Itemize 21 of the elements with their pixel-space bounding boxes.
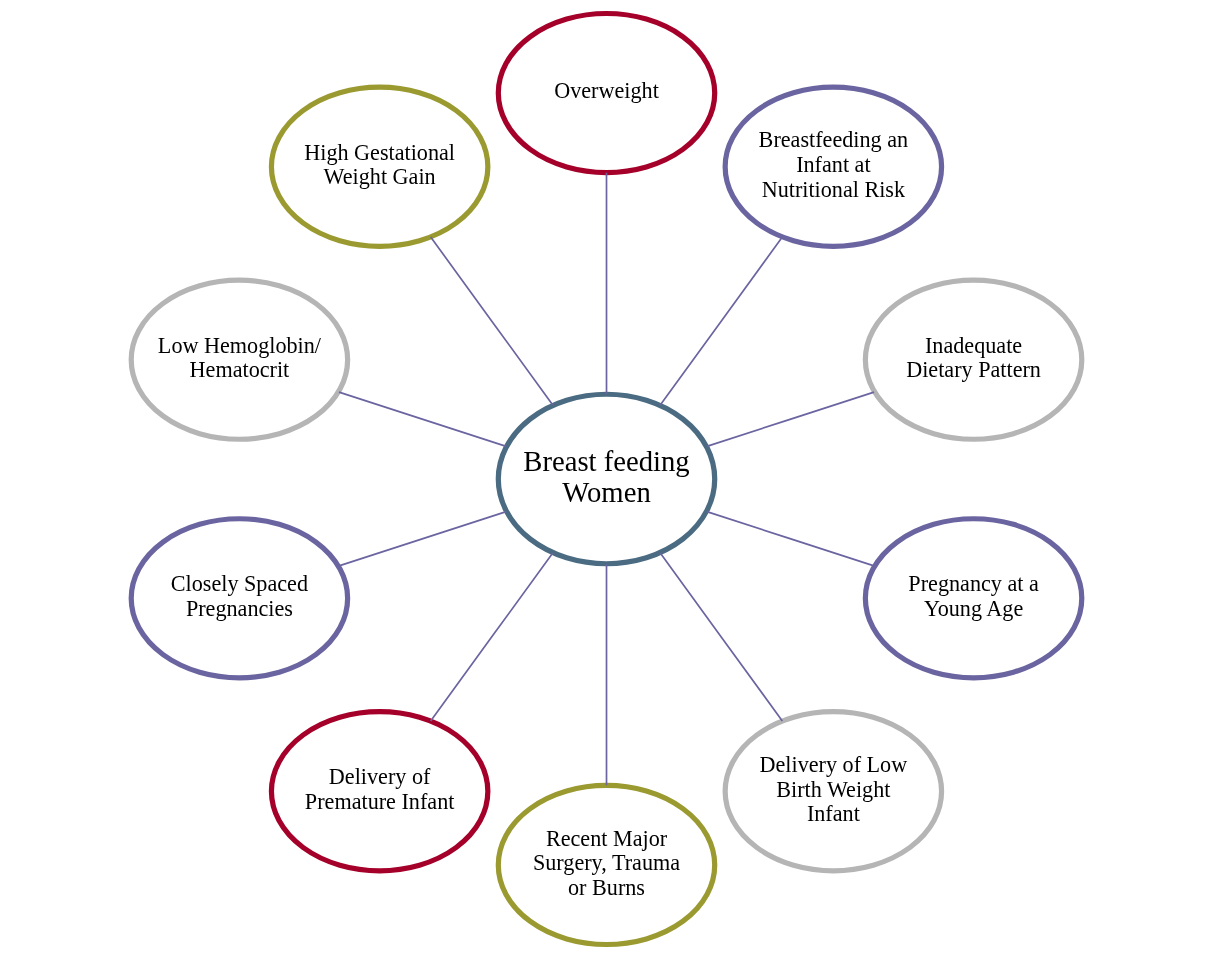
node-ellipse: Breastfeeding an Infant at Nutritional Risk	[722, 84, 944, 249]
node-ellipse: Recent Major Surgery, Trauma or Burns	[495, 782, 717, 948]
node-ellipse: High Gestational Weight Gain	[268, 84, 490, 249]
node-ellipse: Delivery of Premature Infant	[268, 709, 490, 874]
node-ellipse: Inadequate Dietary Pattern	[862, 277, 1084, 442]
node-ellipse: Delivery of Low Birth Weight Infant	[722, 709, 944, 874]
connector	[605, 171, 607, 395]
node-ellipse: Breast feeding Women	[495, 391, 717, 567]
connector	[337, 391, 507, 448]
node-ellipse: Closely Spaced Pregnancies	[128, 516, 350, 681]
connector	[429, 552, 554, 722]
connector	[705, 510, 875, 567]
connector	[337, 510, 507, 567]
node-ellipse: Pregnancy at a Young Age	[862, 516, 1084, 681]
connector	[658, 552, 783, 722]
connector	[658, 236, 783, 406]
node-ellipse: Overweight	[495, 10, 717, 176]
node-ellipse: Low Hemoglobin/ Hematocrit	[128, 277, 350, 442]
connector	[429, 236, 554, 406]
connector	[605, 563, 607, 787]
connector	[705, 391, 875, 448]
